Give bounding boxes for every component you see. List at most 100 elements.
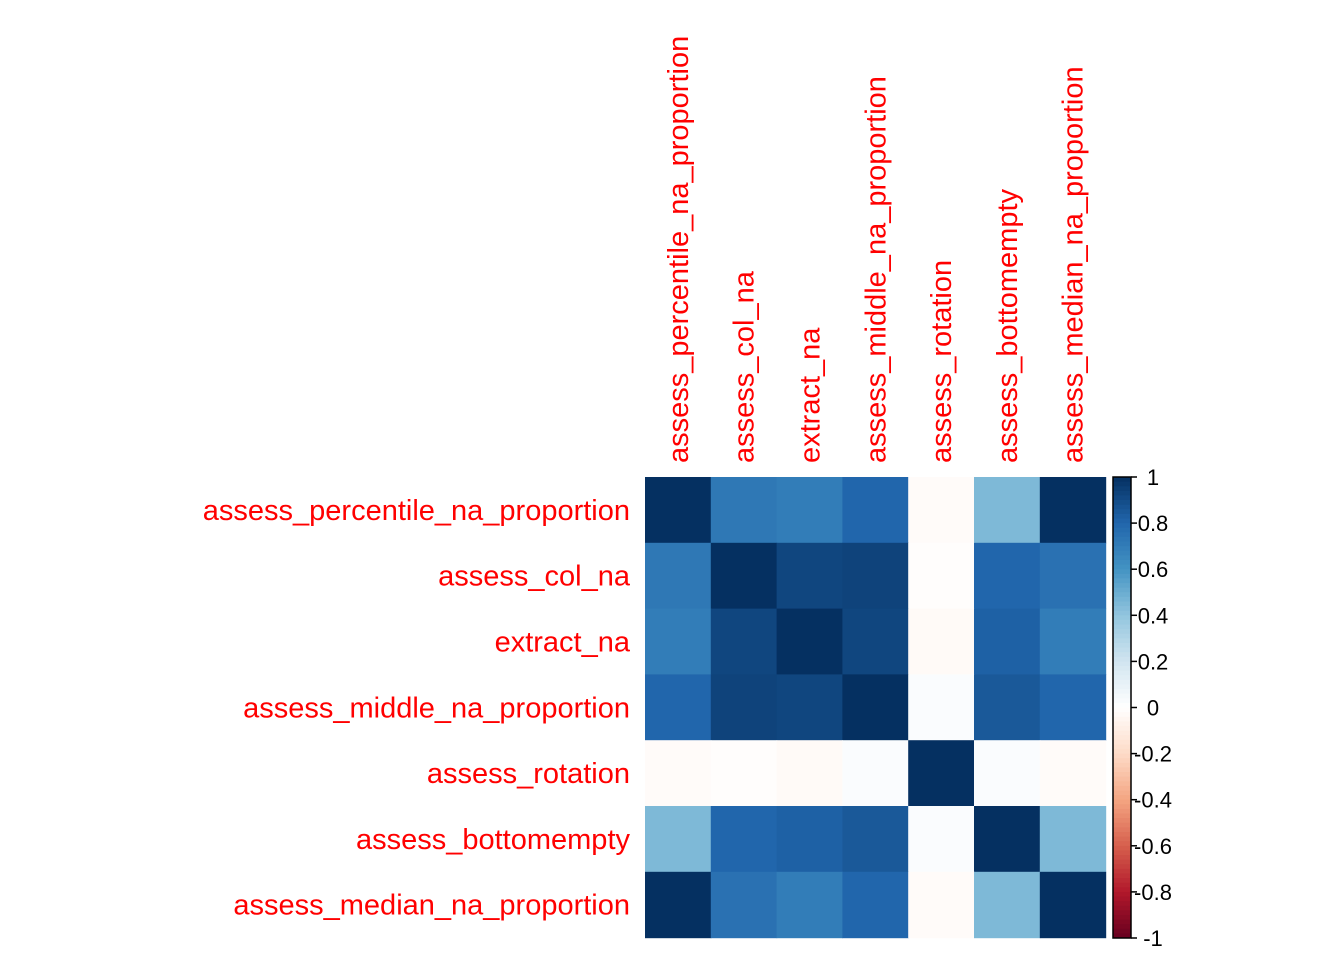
colorbar-segment — [1113, 748, 1131, 755]
heatmap-cell-1-2 — [776, 542, 843, 610]
heatmap-cell-0-3 — [842, 477, 909, 544]
colorbar-segment — [1113, 827, 1131, 833]
colorbar-segment — [1113, 878, 1131, 884]
colorbar-segment — [1113, 730, 1131, 736]
colorbar-segment — [1113, 813, 1131, 819]
colorbar-segment — [1113, 776, 1131, 782]
heatmap-cell-2-1 — [710, 608, 778, 675]
colorbar-segment — [1113, 859, 1131, 865]
colorbar-segment — [1113, 536, 1131, 543]
heatmap-cell-4-5 — [974, 740, 1041, 807]
colorbar-segment — [1113, 831, 1131, 838]
heatmap-cell-4-2 — [776, 740, 843, 807]
colorbar-segment — [1113, 933, 1131, 939]
colorbar-segment — [1113, 666, 1131, 672]
heatmap-cell-4-3 — [842, 740, 909, 807]
heatmap-cell-6-1 — [710, 871, 778, 939]
colorbar-segment — [1113, 675, 1131, 681]
colorbar-segment — [1113, 855, 1131, 861]
heatmap-cell-5-5 — [974, 806, 1041, 873]
heatmap-cells — [645, 477, 1107, 939]
heatmap-cell-4-0 — [645, 740, 712, 807]
colorbar-segment — [1113, 753, 1131, 759]
heatmap-cell-5-3 — [842, 806, 909, 873]
row-label-assess_median_na_proportion: assess_median_na_proportion — [233, 890, 630, 922]
colorbar-tick-label: 0.8 — [1138, 511, 1169, 536]
colorbar-segment — [1113, 642, 1131, 649]
colorbar-segment — [1113, 486, 1131, 492]
colorbar-segment — [1113, 799, 1131, 805]
colorbar-segment — [1113, 928, 1131, 934]
heatmap-cell-1-4 — [908, 542, 975, 610]
column-label-assess_percentile_na_proportion: assess_percentile_na_proportion — [663, 36, 695, 463]
colorbar-segment — [1113, 477, 1131, 483]
heatmap-cell-6-0 — [645, 871, 712, 939]
colorbar-segment — [1113, 882, 1131, 888]
colorbar-segment — [1113, 905, 1131, 911]
heatmap-cell-2-3 — [842, 608, 909, 675]
colorbar-segment — [1113, 762, 1131, 768]
row-label-assess_bottomempty: assess_bottomempty — [356, 824, 631, 856]
colorbar-segment — [1113, 610, 1131, 616]
heatmap-cell-6-3 — [842, 871, 909, 939]
colorbar-tick-label: -1 — [1143, 926, 1163, 951]
colorbar-segment — [1113, 500, 1131, 506]
column-label-assess_middle_na_proportion: assess_middle_na_proportion — [860, 76, 892, 463]
colorbar-tick-label: -0.2 — [1134, 742, 1172, 767]
colorbar-segment — [1113, 781, 1131, 787]
heatmap-cell-0-1 — [710, 477, 778, 544]
heatmap-cell-4-1 — [710, 740, 778, 807]
colorbar-segment — [1113, 850, 1131, 856]
heatmap-cell-2-2 — [776, 608, 843, 675]
colorbar-segment — [1113, 910, 1131, 916]
row-label-extract_na: extract_na — [495, 627, 631, 659]
heatmap-cell-6-6 — [1039, 871, 1107, 939]
colorbar-tick-label: -0.4 — [1134, 788, 1172, 813]
colorbar-tick-label: -0.8 — [1134, 880, 1172, 905]
heatmap-cell-4-6 — [1039, 740, 1107, 807]
heatmap-cell-5-4 — [908, 806, 975, 873]
colorbar-segment — [1113, 601, 1131, 607]
colorbar-segment — [1113, 698, 1131, 704]
colorbar-segment — [1113, 587, 1131, 593]
colorbar-segment — [1113, 509, 1131, 515]
colorbar-segment — [1113, 490, 1131, 496]
heatmap-cell-5-6 — [1039, 806, 1107, 873]
colorbar-segment — [1113, 573, 1131, 579]
colorbar-segment — [1113, 887, 1131, 893]
colorbar-segment — [1113, 758, 1131, 764]
colorbar-tick-label: 0.2 — [1138, 649, 1169, 674]
colorbar-segment — [1113, 679, 1131, 685]
heatmap-cell-6-2 — [776, 871, 843, 939]
column-label-assess_bottomempty: assess_bottomempty — [992, 188, 1024, 463]
colorbar-segment — [1113, 841, 1131, 847]
colorbar-segment — [1113, 518, 1131, 524]
colorbar-segment — [1113, 629, 1131, 635]
colorbar-segment — [1113, 873, 1131, 879]
colorbar-segment — [1113, 546, 1131, 552]
colorbar-segment — [1113, 633, 1131, 639]
colorbar-segment — [1113, 606, 1131, 612]
colorbar-segment — [1113, 725, 1131, 732]
colorbar-segment — [1113, 583, 1131, 589]
colorbar-segment — [1113, 804, 1131, 810]
colorbar-segment — [1113, 615, 1131, 621]
colorbar-segment — [1113, 569, 1131, 575]
colorbar-segment — [1113, 808, 1131, 815]
colorbar-segment — [1113, 818, 1131, 824]
colorbar-segment — [1113, 785, 1131, 791]
colorbar-tick-label: 0.6 — [1138, 557, 1169, 582]
heatmap-cell-6-4 — [908, 871, 975, 939]
colorbar-segment — [1113, 656, 1131, 662]
heatmap-cell-3-4 — [908, 674, 975, 741]
heatmap-cell-4-4 — [908, 740, 975, 807]
colorbar-segment — [1113, 555, 1131, 561]
colorbar-segment — [1113, 504, 1131, 510]
colorbar-segment — [1113, 638, 1131, 644]
colorbar-tick-label: -0.6 — [1134, 834, 1172, 859]
colorbar-segment — [1113, 864, 1131, 870]
colorbar-segment — [1113, 712, 1131, 718]
colorbar-segment — [1113, 790, 1131, 796]
heatmap-cell-0-6 — [1039, 477, 1107, 544]
